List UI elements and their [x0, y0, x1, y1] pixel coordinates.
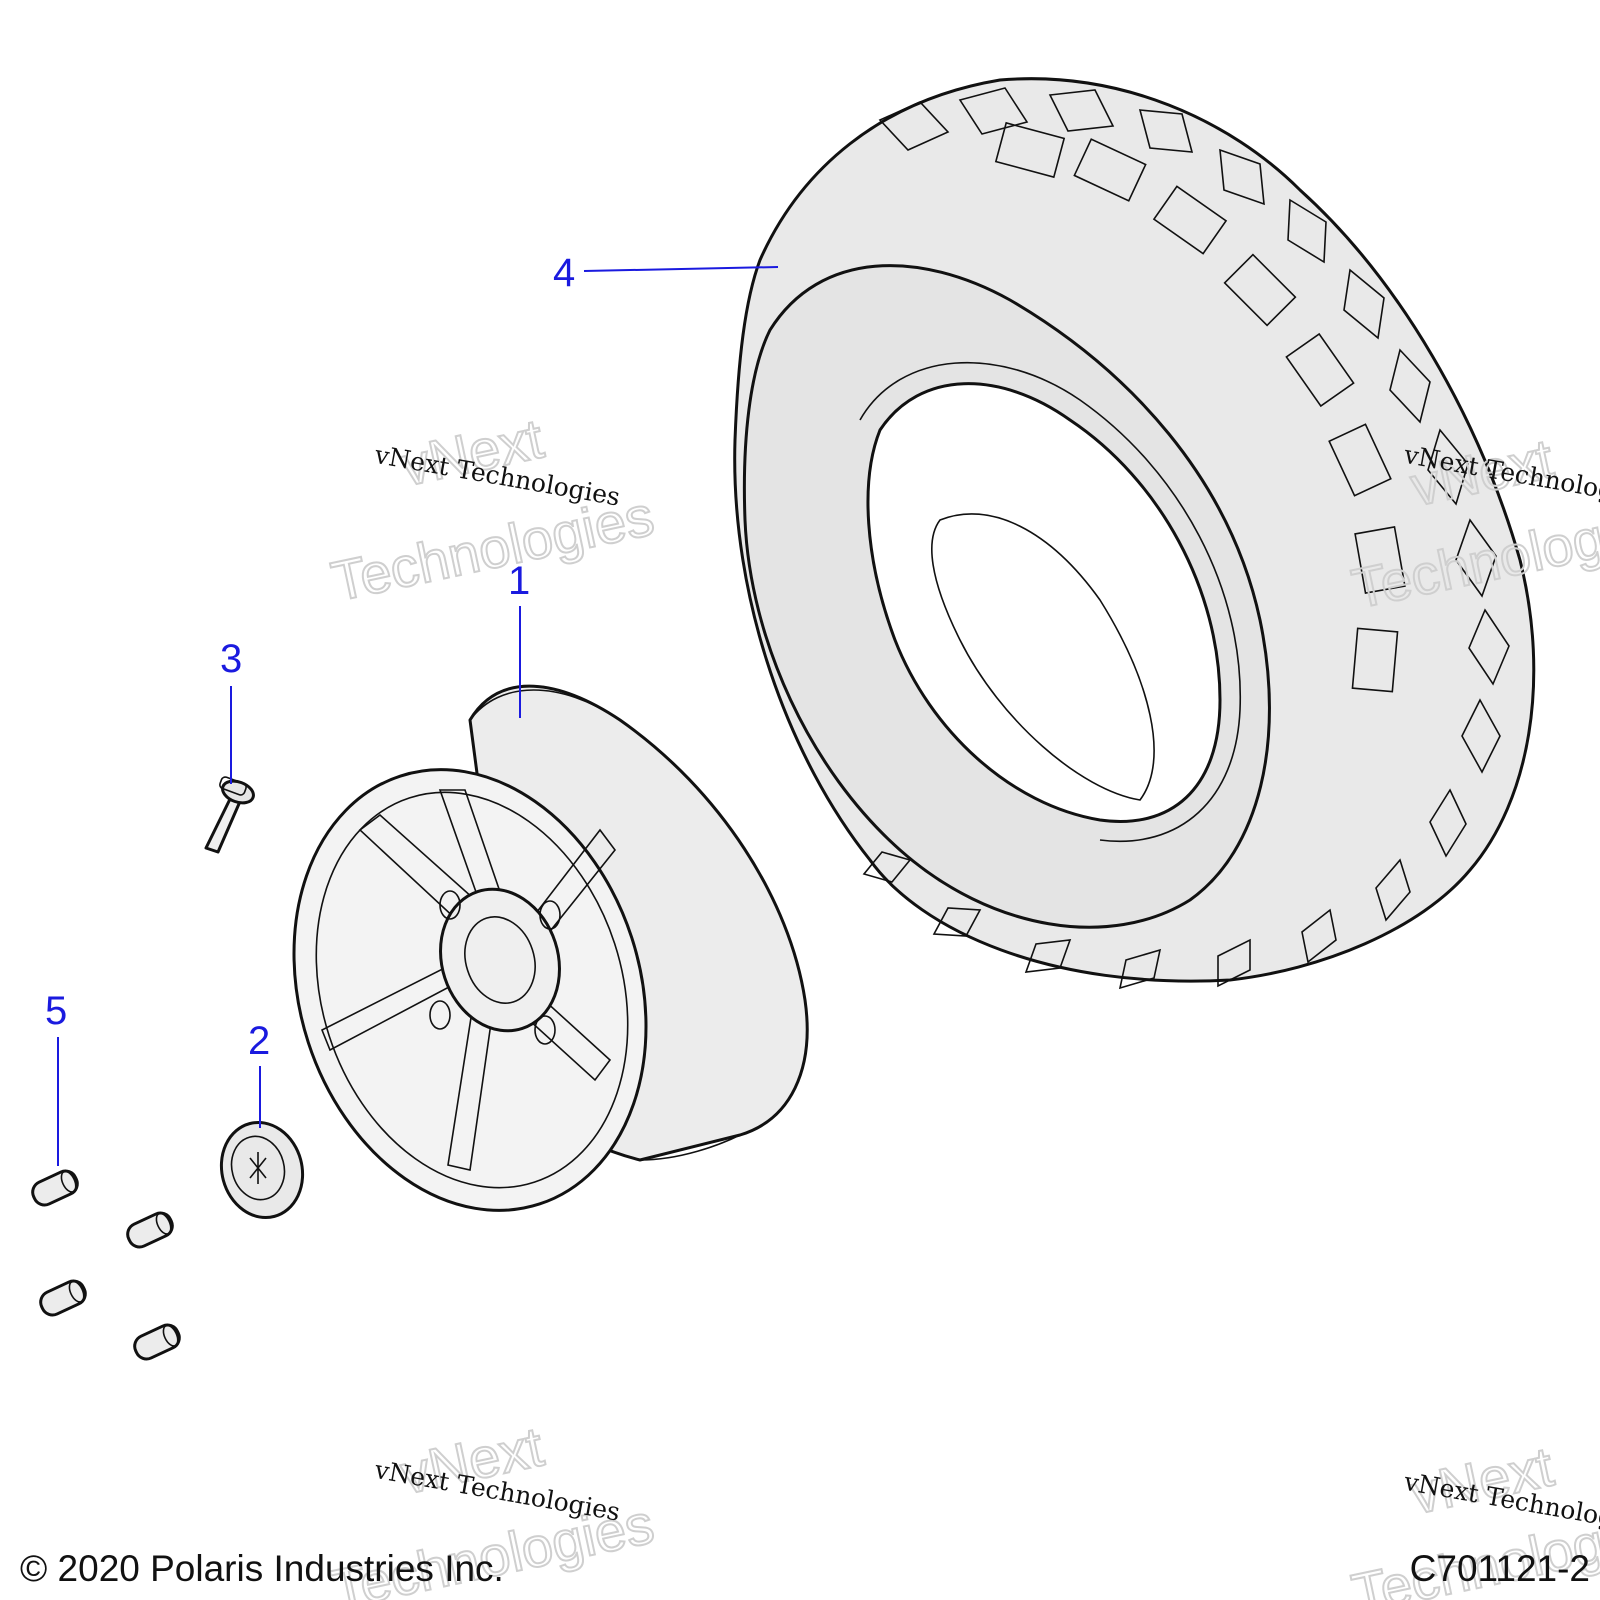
watermark-bottom-left: vNext Technologies vNext Technologies [325, 1413, 660, 1600]
watermark-bottom-right: vNext Technologies vNext Technologies [1346, 1433, 1600, 1600]
center-cap-drawing [219, 1120, 305, 1220]
tire-drawing [733, 77, 1536, 990]
callout-1: 1 [508, 559, 530, 603]
callout-4: 4 [553, 251, 575, 295]
callout-3: 3 [220, 637, 242, 681]
valve-stem-drawing [204, 776, 255, 854]
leader-line-4 [583, 266, 779, 272]
callout-2: 2 [248, 1019, 270, 1063]
wheel-rim-drawing [292, 684, 809, 1212]
watermark-top-left: vNext Technologies vNext Technologies [325, 405, 660, 614]
figure-code: C701121-2 [1409, 1548, 1590, 1589]
callout-5: 5 [45, 989, 67, 1033]
copyright-text: © 2020 Polaris Industries Inc. [20, 1548, 504, 1589]
lug-nuts-drawing [31, 1169, 181, 1361]
